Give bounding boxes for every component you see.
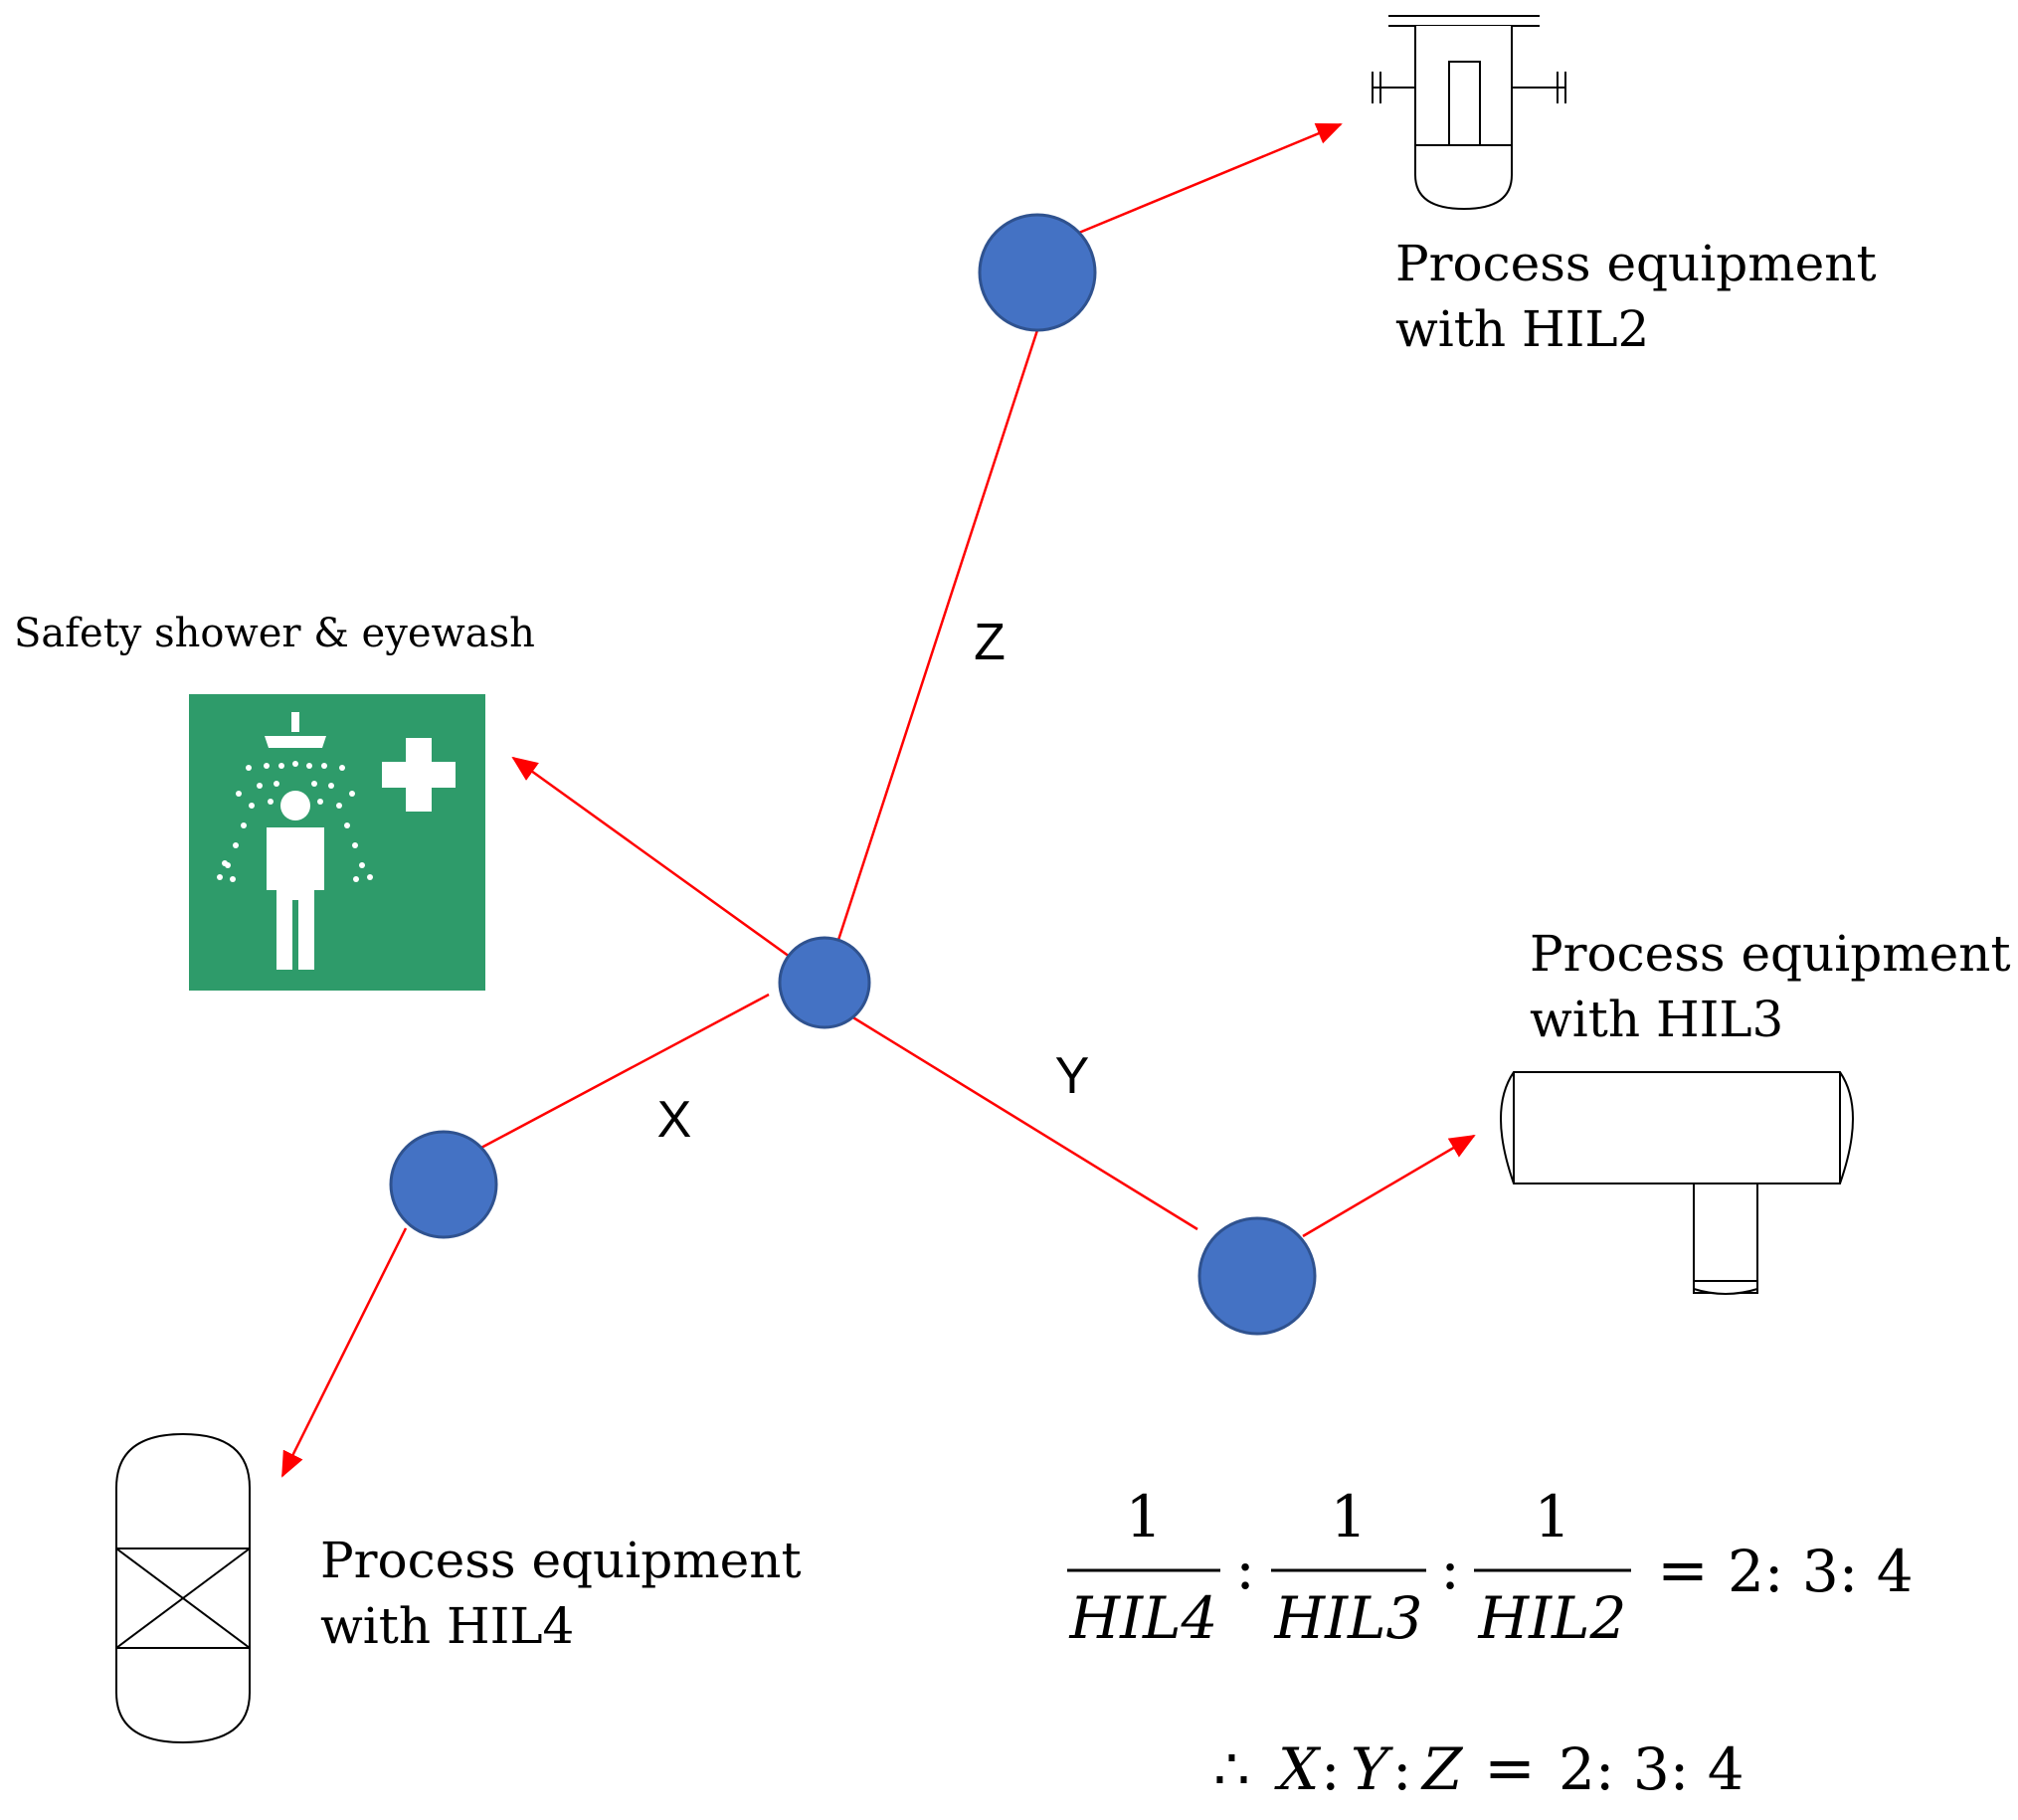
node-hil2 <box>978 213 1097 332</box>
filter-vessel-icon <box>1372 15 1566 211</box>
arrow-to-shower <box>511 756 823 982</box>
edge-z <box>823 329 1039 984</box>
eq2-result: 2: 3: 4 <box>1559 1735 1744 1803</box>
connection-arrows <box>280 122 1476 1478</box>
hil4-label-line1: Process equipment <box>320 1532 802 1589</box>
hil2-label-line2: with HIL2 <box>1395 300 1649 358</box>
edge-x <box>478 993 770 1151</box>
safety-shower-eyewash-icon <box>189 694 485 991</box>
edge-label-y: Y <box>1055 1047 1090 1105</box>
hil3-label-line1: Process equipment <box>1530 925 2011 983</box>
eq2-var-x: X <box>1274 1735 1322 1803</box>
horizontal-drum-icon <box>1500 1071 1854 1295</box>
network-nodes <box>389 213 1317 1336</box>
edge-label-z: Z <box>974 614 1006 671</box>
eq2-therefore: ∴ <box>1213 1735 1250 1803</box>
node-hil4 <box>389 1130 498 1239</box>
hil4-label-line2: with HIL4 <box>320 1597 574 1655</box>
hil2-label-line1: Process equipment <box>1395 235 1877 292</box>
edge-label-x: X <box>657 1091 692 1149</box>
eq-colon-1: : <box>1235 1535 1255 1602</box>
eq-numerator-2: 1 <box>1331 1483 1368 1550</box>
eq2-equals: = <box>1484 1731 1536 1804</box>
eq-equals-1: = <box>1657 1534 1709 1606</box>
eq-colon-2: : <box>1440 1535 1460 1602</box>
eq-numerator-3: 1 <box>1535 1483 1571 1550</box>
eq-result-1: 2: 3: 4 <box>1728 1538 1914 1605</box>
packed-column-icon <box>115 1432 251 1744</box>
shower-label: Safety shower & eyewash <box>14 611 535 656</box>
node-hil3 <box>1197 1216 1317 1336</box>
hil-ratio-equation: 1 HIL4 : 1 HIL3 : 1 HIL2 = 2: 3: 4 <box>1067 1483 1914 1652</box>
eq2-var-z: Z <box>1420 1735 1464 1803</box>
eq-denominator-2: HIL3 <box>1274 1584 1423 1652</box>
eq-numerator-1: 1 <box>1126 1483 1163 1550</box>
node-center <box>778 936 871 1029</box>
eq2-var-y: Y <box>1351 1735 1393 1803</box>
hil3-label-line2: with HIL3 <box>1530 991 1783 1048</box>
arrow-to-hil4 <box>280 1227 408 1478</box>
eq2-colon-2: : <box>1392 1735 1412 1803</box>
arrow-to-hil3 <box>1302 1134 1476 1238</box>
eq-denominator-1: HIL4 <box>1069 1584 1218 1652</box>
eq-denominator-3: HIL2 <box>1478 1584 1627 1652</box>
edge-y <box>850 1014 1198 1231</box>
arrow-to-hil2 <box>1073 122 1343 237</box>
distance-ratio-equation: ∴ X : Y : Z = 2: 3: 4 <box>1213 1731 1744 1804</box>
eq2-colon-1: : <box>1321 1735 1341 1803</box>
network-edges <box>478 329 1198 1231</box>
